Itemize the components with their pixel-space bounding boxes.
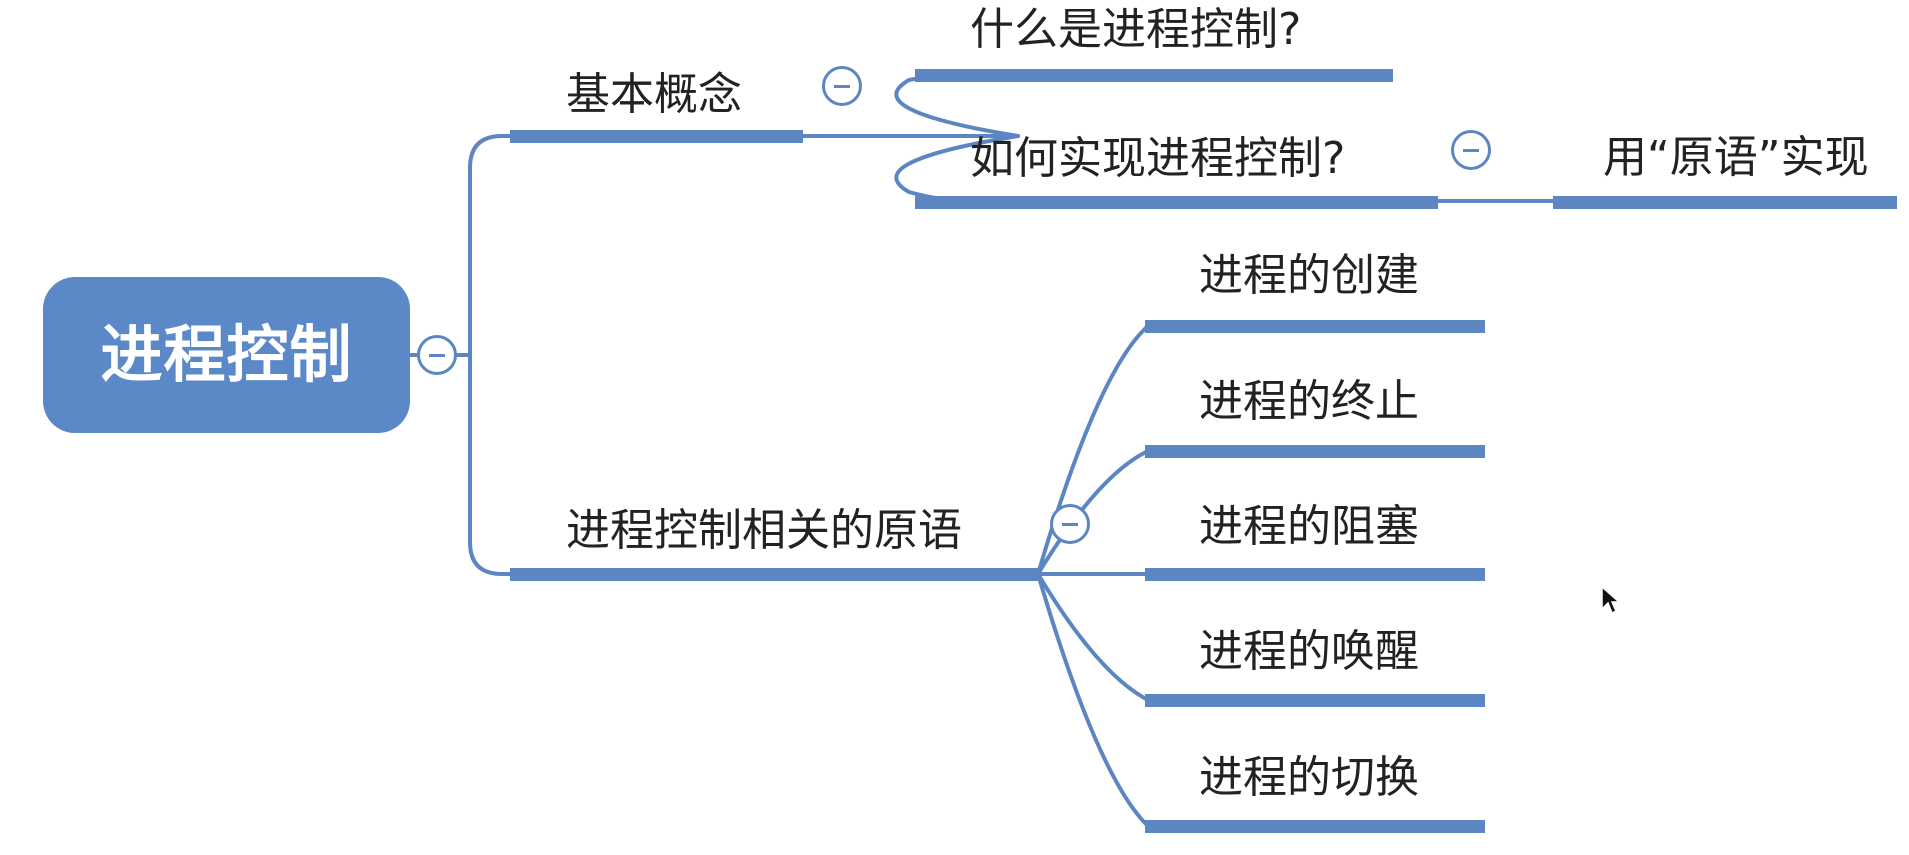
topic-process-create[interactable]: 进程的创建: [1199, 250, 1419, 301]
topic-process-block[interactable]: 进程的阻塞: [1199, 501, 1419, 552]
collapse-minus-icon[interactable]: [822, 66, 862, 106]
mouse-pointer-icon: [1601, 585, 1620, 615]
topic-process-switch-underline: [1145, 820, 1485, 833]
branch-related-primitives-underline: [510, 568, 1038, 581]
collapse-minus-icon[interactable]: [1451, 130, 1491, 170]
branch-basic-concepts-underline: [510, 130, 803, 143]
topic-process-wakeup[interactable]: 进程的唤醒: [1199, 626, 1419, 677]
topic-what-is-process-control[interactable]: 什么是进程控制?: [970, 4, 1302, 55]
topic-implement-by-primitives[interactable]: 用“原语”实现: [1603, 132, 1869, 183]
topic-implement-by-primitives-underline: [1553, 196, 1897, 209]
branch-basic-concepts[interactable]: 基本概念: [566, 69, 742, 120]
root-topic[interactable]: 进程控制: [43, 277, 410, 433]
topic-process-wakeup-underline: [1145, 694, 1485, 707]
topic-process-switch[interactable]: 进程的切换: [1199, 752, 1419, 803]
topic-how-to-implement[interactable]: 如何实现进程控制?: [970, 133, 1346, 184]
topic-process-create-underline: [1145, 320, 1485, 333]
root-topic-label: 进程控制: [100, 318, 353, 391]
branch-related-primitives[interactable]: 进程控制相关的原语: [566, 505, 962, 556]
collapse-minus-icon[interactable]: [417, 335, 457, 375]
topic-what-is-process-control-underline: [915, 69, 1393, 82]
topic-process-terminate[interactable]: 进程的终止: [1199, 376, 1419, 427]
topic-process-terminate-underline: [1145, 445, 1485, 458]
topic-process-block-underline: [1145, 568, 1485, 581]
topic-how-to-implement-underline: [915, 196, 1438, 209]
collapse-minus-icon[interactable]: [1050, 504, 1090, 544]
